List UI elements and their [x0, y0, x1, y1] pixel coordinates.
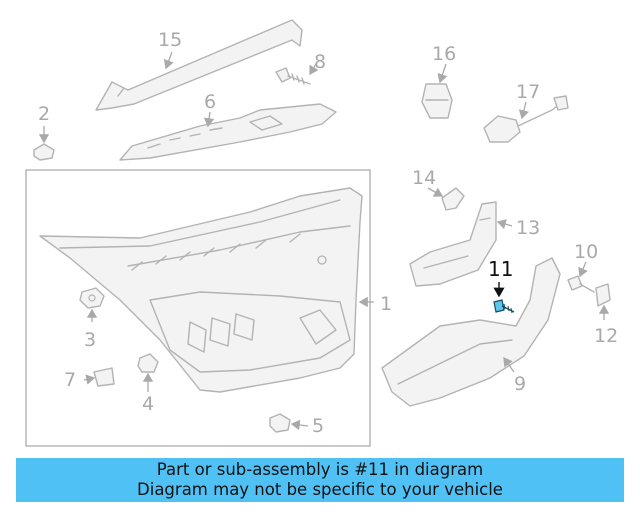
callout-17: 17	[516, 81, 540, 103]
part-6-upper-insert	[119, 103, 337, 161]
leader-lines	[38, 51, 610, 431]
callout-10: 10	[574, 241, 598, 263]
part-17-harness	[483, 95, 569, 143]
callout-14: 14	[412, 167, 436, 189]
callout-4: 4	[142, 393, 154, 415]
part-1-door-trim-panel	[25, 169, 371, 447]
callout-9: 9	[514, 373, 526, 395]
part-4-fastener	[137, 353, 159, 373]
callout-8: 8	[314, 51, 326, 73]
callout-5: 5	[312, 415, 324, 437]
part-8-bolt	[275, 67, 311, 85]
part-7-clip	[93, 367, 115, 387]
part-14-cap	[441, 187, 465, 211]
callout-7: 7	[64, 369, 76, 391]
part-11-screw	[493, 299, 515, 314]
banner-line-1: Part or sub-assembly is #11 in diagram	[156, 460, 484, 479]
part-5-nut	[269, 413, 291, 433]
part-9-armrest	[381, 257, 561, 407]
part-3-fastener	[79, 287, 105, 309]
callout-1: 1	[380, 293, 392, 315]
part-2-clip	[33, 143, 55, 161]
callout-16: 16	[432, 43, 456, 65]
callout-11-highlighted: 11	[488, 257, 513, 281]
banner-line-2: Diagram may not be specific to your vehi…	[137, 480, 503, 499]
part-10-screw	[567, 275, 595, 293]
parts-diagram: 15 6 8 2 16 17 14 13 10 12 1 3 4 7 5 9 1…	[25, 19, 618, 447]
callout-labels: 15 6 8 2 16 17 14 13 10 12 1 3 4 7 5 9 1…	[38, 29, 618, 437]
callout-2: 2	[38, 103, 50, 125]
callout-15: 15	[158, 29, 182, 51]
info-banner: Part or sub-assembly is #11 in diagram D…	[16, 458, 624, 502]
callout-3: 3	[84, 329, 96, 351]
callout-13: 13	[516, 217, 540, 239]
callout-6: 6	[204, 91, 216, 113]
part-12-clip	[595, 283, 611, 307]
callout-12: 12	[594, 325, 618, 347]
part-15-trim-strip	[95, 19, 303, 111]
part-16-switch	[421, 83, 453, 119]
part-13-bracket	[409, 201, 497, 287]
